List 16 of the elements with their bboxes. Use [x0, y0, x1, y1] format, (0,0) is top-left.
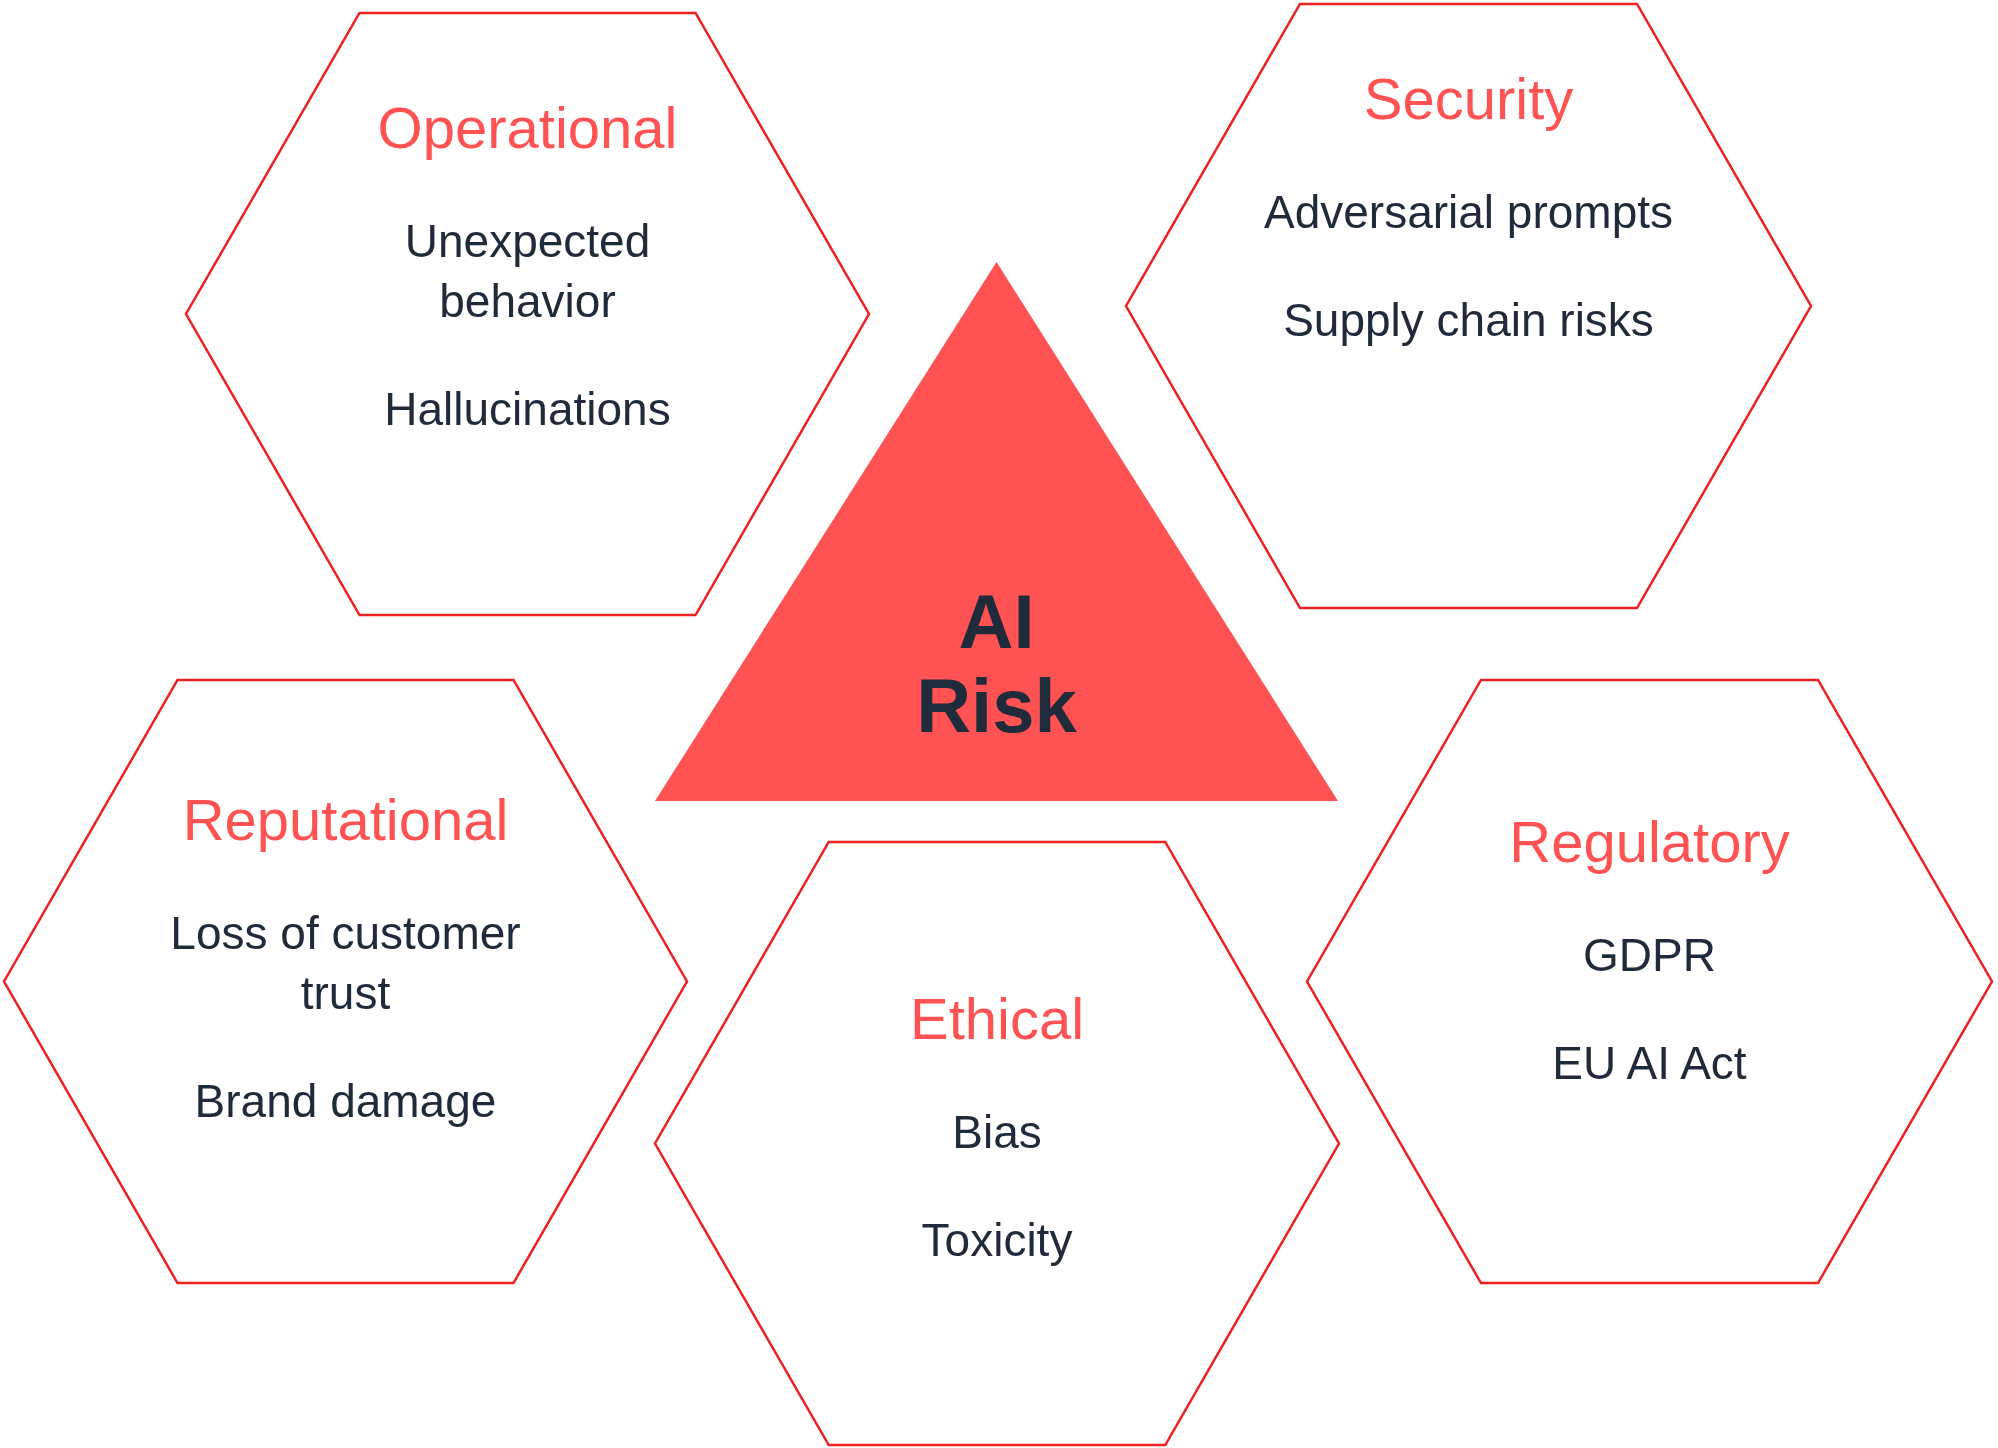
risk-item: Hallucinations	[384, 382, 671, 437]
risk-item: Loss of customer trust	[169, 906, 522, 1021]
category-title: Reputational	[182, 786, 509, 854]
category-title: Operational	[377, 94, 678, 162]
risk-item: Adversarial prompts	[1263, 185, 1673, 240]
category-title: Regulatory	[1509, 808, 1790, 876]
risk-item: Supply chain risks	[1283, 293, 1654, 348]
risk-item: GDPR	[1583, 928, 1716, 983]
category-title: Ethical	[909, 985, 1085, 1053]
risk-item: Bias	[952, 1105, 1042, 1160]
risk-item: Unexpected behavior	[403, 214, 652, 329]
center-label: AI Risk	[915, 580, 1078, 748]
category-title: Security	[1363, 65, 1574, 133]
risk-item: Toxicity	[921, 1213, 1073, 1268]
risk-item: EU AI Act	[1552, 1036, 1747, 1091]
risk-item: Brand damage	[194, 1074, 497, 1129]
